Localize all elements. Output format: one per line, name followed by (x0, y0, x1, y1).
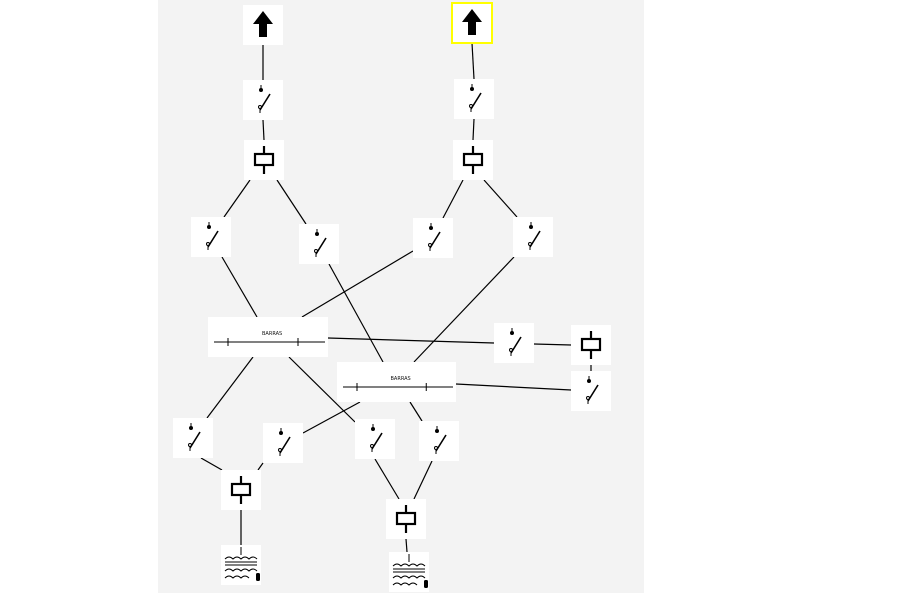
circuit-breaker-icon (230, 476, 252, 504)
connection-line (413, 460, 433, 500)
connection-line (471, 42, 475, 80)
connection-line (223, 179, 251, 218)
feeder-node[interactable] (451, 2, 493, 44)
switch-node[interactable] (413, 218, 453, 258)
circuit-breaker-icon (580, 331, 602, 359)
node-frame (299, 224, 339, 264)
switch-node[interactable] (191, 217, 231, 257)
disconnector-icon (434, 426, 447, 454)
connection-line (405, 538, 408, 553)
node-frame (513, 217, 553, 257)
switch-node[interactable] (263, 423, 303, 463)
feeder-node[interactable] (243, 5, 283, 45)
busbar-label: BARRAS (262, 331, 282, 337)
connection-line (302, 401, 361, 434)
connection-line (442, 179, 464, 219)
connection-line (262, 119, 265, 141)
node-frame (419, 421, 459, 461)
node-frame (263, 423, 303, 463)
node-frame (191, 217, 231, 257)
node-frame (494, 323, 534, 363)
busbar[interactable]: BARRAS (337, 362, 456, 402)
connection-line (413, 256, 515, 363)
disconnector-icon (370, 424, 383, 452)
connection-line (328, 263, 384, 363)
node-frame (243, 80, 283, 120)
connection-line (206, 356, 254, 419)
connection-line (483, 179, 518, 218)
breaker-node[interactable] (244, 140, 284, 180)
transformer-icon (392, 554, 428, 588)
switch-node[interactable] (355, 419, 395, 459)
connection-line (327, 337, 495, 344)
node-frame (571, 371, 611, 411)
busbar-label: BARRAS (391, 376, 411, 382)
switch-node[interactable] (419, 421, 459, 461)
switch-node[interactable] (299, 224, 339, 264)
switch-node[interactable] (454, 79, 494, 119)
busbar[interactable]: BARRAS (208, 317, 328, 357)
node-frame (454, 79, 494, 119)
disconnector-icon (188, 423, 201, 451)
disconnector-icon (278, 428, 291, 456)
disconnector-icon (528, 222, 541, 250)
breaker-node[interactable] (221, 470, 261, 510)
connection-lines (200, 42, 592, 553)
up-arrow-icon (462, 9, 482, 35)
breaker-node[interactable] (571, 325, 611, 365)
transformer-node[interactable] (389, 552, 429, 592)
disconnector-icon (206, 222, 219, 250)
switch-node[interactable] (513, 217, 553, 257)
circuit-breaker-icon (395, 505, 417, 533)
switch-node[interactable] (173, 418, 213, 458)
switch-node[interactable] (243, 80, 283, 120)
transformer-icon (224, 547, 260, 581)
node-frame (355, 419, 395, 459)
busbar-symbol: BARRAS (214, 331, 325, 346)
disconnector-icon (469, 84, 482, 112)
connection-line (257, 462, 264, 471)
disconnector-icon (428, 223, 441, 251)
diagram-nodes: BARRAS BARRAS (173, 2, 611, 592)
node-frame (208, 317, 328, 357)
breaker-node[interactable] (386, 499, 426, 539)
connection-line (221, 256, 258, 318)
busbar-symbol: BARRAS (343, 376, 453, 391)
connection-line (455, 383, 572, 391)
switch-node[interactable] (494, 323, 534, 363)
circuit-breaker-icon (462, 146, 484, 174)
connection-line (374, 458, 400, 500)
circuit-breaker-icon (253, 146, 275, 174)
transformer-node[interactable] (221, 545, 261, 585)
connection-line (409, 401, 423, 422)
node-frame (173, 418, 213, 458)
switch-node[interactable] (571, 371, 611, 411)
connection-line (533, 343, 572, 346)
disconnector-icon (258, 85, 271, 113)
disconnector-icon (509, 328, 522, 356)
connection-line (301, 250, 414, 318)
disconnector-icon (586, 376, 599, 404)
node-frame (337, 362, 456, 402)
connection-line (276, 179, 307, 225)
connection-line (472, 118, 475, 141)
up-arrow-icon (253, 11, 273, 37)
node-frame (413, 218, 453, 258)
breaker-node[interactable] (453, 140, 493, 180)
disconnector-icon (314, 229, 327, 257)
connection-line (200, 457, 223, 471)
